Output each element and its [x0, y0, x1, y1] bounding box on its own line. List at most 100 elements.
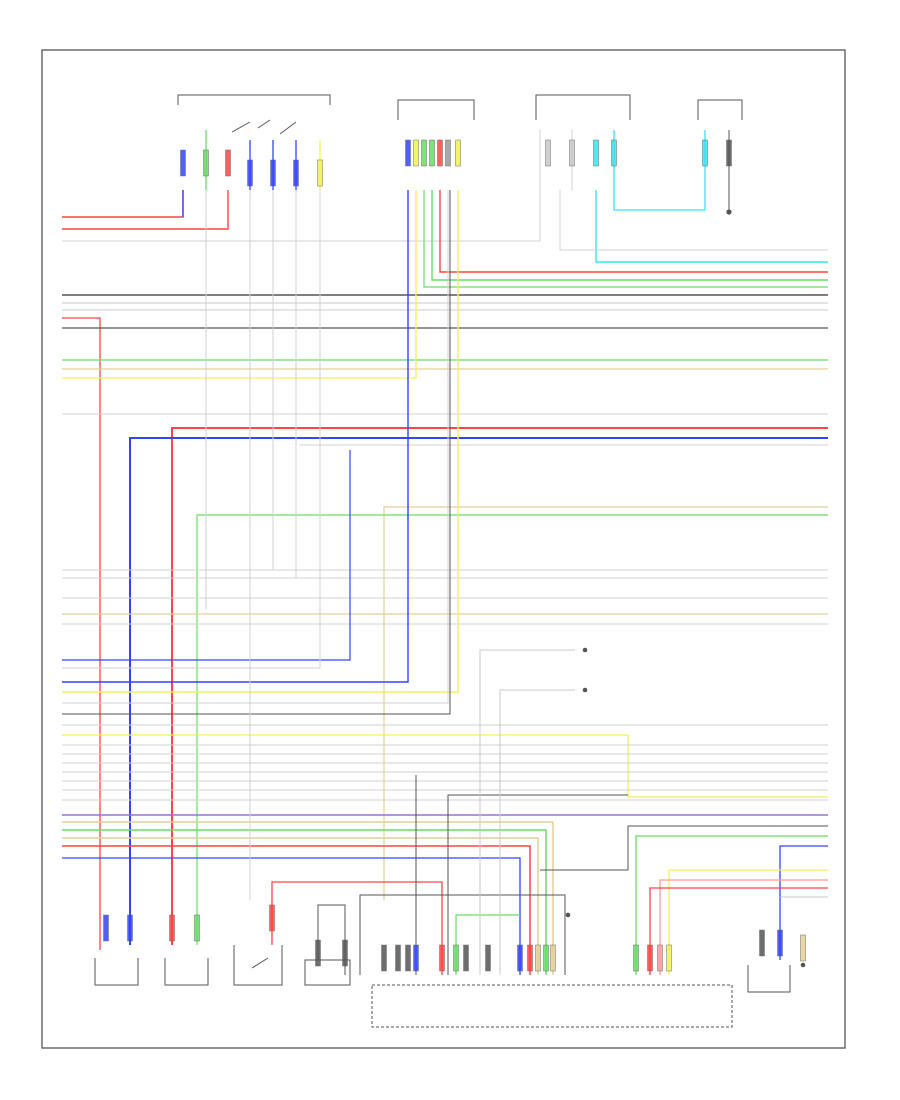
- connector-pin: [317, 159, 323, 187]
- connector-pin: [569, 139, 575, 167]
- connector-pin: [445, 139, 451, 167]
- connector-pin: [777, 929, 783, 957]
- wire: [62, 190, 451, 715]
- wire: [317, 904, 346, 975]
- wire: [431, 190, 828, 281]
- connector-pin: [666, 944, 672, 972]
- wire: [779, 845, 828, 960]
- wire: [595, 190, 828, 263]
- wire: [439, 190, 828, 273]
- connector-pin: [535, 944, 541, 972]
- connector-pin: [413, 944, 419, 972]
- connector-pin: [657, 944, 663, 972]
- wire: [62, 857, 521, 975]
- connector-pin: [702, 139, 708, 167]
- wire: [614, 130, 706, 211]
- connector-pin: [800, 934, 806, 962]
- wire: [62, 317, 101, 950]
- connector-pin: [593, 139, 599, 167]
- splice-dot: [582, 687, 588, 693]
- sensor-housing: [747, 965, 791, 993]
- wire: [423, 190, 828, 288]
- connector-pin: [381, 944, 387, 972]
- connector-pin: [439, 944, 445, 972]
- wire: [62, 190, 459, 693]
- wire: [62, 821, 554, 975]
- sensor-housing: [697, 99, 743, 120]
- connector-pin: [180, 149, 186, 177]
- connector-pin: [103, 914, 109, 942]
- wire: [62, 837, 539, 975]
- wire: [559, 190, 828, 251]
- connector-pin: [633, 944, 639, 972]
- splices: [565, 647, 806, 968]
- sensor-housing: [535, 94, 631, 120]
- relay-housing: [304, 959, 351, 986]
- wire: [62, 734, 828, 798]
- ground-point: [726, 209, 732, 215]
- connector-pin: [455, 139, 461, 167]
- wire: [447, 794, 628, 975]
- connector-pin: [225, 149, 231, 177]
- wire: [62, 190, 417, 379]
- wire: [196, 514, 828, 945]
- wire: [359, 894, 566, 975]
- wire: [62, 190, 449, 704]
- connector-pin: [463, 944, 469, 972]
- wire: [62, 190, 184, 218]
- connector-pin: [405, 944, 411, 972]
- connector-pin: [405, 139, 411, 167]
- wire: [171, 427, 828, 945]
- switch-contacts: [251, 957, 269, 969]
- connector-pin: [395, 944, 401, 972]
- connector-pin: [194, 914, 200, 942]
- wire: [62, 845, 531, 975]
- wire: [479, 649, 575, 975]
- connector-pin: [269, 904, 275, 932]
- wire: [129, 437, 828, 945]
- sensor-housing: [164, 958, 209, 986]
- connector-pin: [550, 944, 556, 972]
- wire: [668, 869, 828, 975]
- wire: [62, 130, 541, 242]
- wire: [62, 190, 321, 669]
- wire: [659, 879, 828, 975]
- wire: [540, 825, 828, 871]
- diagram-frame: [41, 49, 846, 1049]
- connector-pin: [315, 939, 321, 967]
- connector-pin: [437, 139, 443, 167]
- connector-pin: [647, 944, 653, 972]
- wire: [383, 506, 828, 900]
- connector-pin: [270, 159, 276, 187]
- ecm-housing: [371, 984, 733, 1028]
- wire: [499, 689, 575, 975]
- connector-pin: [527, 944, 533, 972]
- connector-pin: [543, 944, 549, 972]
- connector-pin: [342, 939, 348, 967]
- connector-pin: [453, 944, 459, 972]
- connector-housing: [397, 99, 475, 120]
- sensor-housing: [94, 958, 139, 986]
- components: [94, 94, 791, 1028]
- connector-pin: [759, 929, 765, 957]
- splice-dot: [800, 962, 806, 968]
- wire: [62, 190, 229, 230]
- connector-pin: [545, 139, 551, 167]
- wire: [62, 450, 351, 661]
- wire: [62, 190, 409, 683]
- switch-housing: [233, 945, 283, 986]
- wire: [649, 887, 828, 975]
- connector-pin: [169, 914, 175, 942]
- splice-dot: [565, 912, 571, 918]
- switch-housing: [177, 94, 331, 105]
- connector-pin: [293, 159, 299, 187]
- connector-pin: [485, 944, 491, 972]
- connector-pin: [421, 139, 427, 167]
- connector-pin: [413, 139, 419, 167]
- connector-pin: [247, 159, 253, 187]
- connector-pin: [127, 914, 133, 942]
- connector-pin: [611, 139, 617, 167]
- wire: [62, 829, 547, 975]
- connector-pin: [203, 149, 209, 177]
